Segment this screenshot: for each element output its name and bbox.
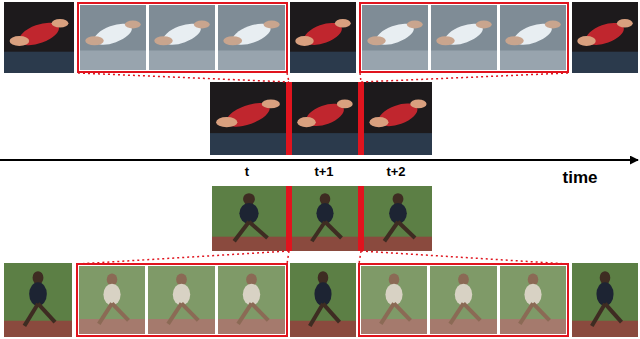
zoom-leader xyxy=(361,251,568,264)
video-frame xyxy=(292,82,358,155)
time-step-label: t+2 xyxy=(386,165,405,178)
time-step-label: t xyxy=(245,165,249,178)
zoom-leader xyxy=(287,251,289,264)
video-frame xyxy=(362,5,428,70)
video-frame xyxy=(212,186,286,251)
time-axis xyxy=(0,159,638,161)
zoom-leader xyxy=(287,73,289,82)
interpolation-box xyxy=(359,264,568,336)
zoom-leader xyxy=(77,251,289,264)
interpolation-box xyxy=(78,3,287,72)
interpolation-box xyxy=(77,264,287,336)
video-frame xyxy=(210,82,286,155)
video-frame xyxy=(4,2,74,73)
video-frame xyxy=(218,266,285,334)
video-frame xyxy=(500,5,566,70)
zoom-leader xyxy=(361,73,568,82)
video-frame xyxy=(292,186,358,251)
video-frame xyxy=(80,5,146,70)
video-frame xyxy=(431,5,497,70)
video-frame xyxy=(290,2,356,73)
video-frame xyxy=(430,266,497,334)
video-frame xyxy=(364,82,432,155)
video-frame xyxy=(218,5,285,70)
time-step-label: t+1 xyxy=(314,165,333,178)
video-frame xyxy=(572,2,638,73)
axis-label: time xyxy=(563,169,598,186)
video-frame xyxy=(361,266,427,334)
zoom-leader xyxy=(78,73,289,82)
video-frame xyxy=(290,263,356,337)
interpolation-bar xyxy=(286,82,292,155)
interpolation-bar xyxy=(358,82,364,155)
interpolation-bar xyxy=(286,186,292,251)
zoom-leader xyxy=(360,73,361,82)
interpolation-bar xyxy=(358,186,364,251)
video-frame xyxy=(572,263,638,337)
interpolation-box xyxy=(360,3,568,72)
video-frame xyxy=(4,263,72,337)
video-frame xyxy=(79,266,145,334)
video-frame xyxy=(364,186,432,251)
video-frame xyxy=(148,266,215,334)
video-frame xyxy=(500,266,566,334)
zoom-leader xyxy=(359,251,361,264)
video-frame xyxy=(149,5,215,70)
